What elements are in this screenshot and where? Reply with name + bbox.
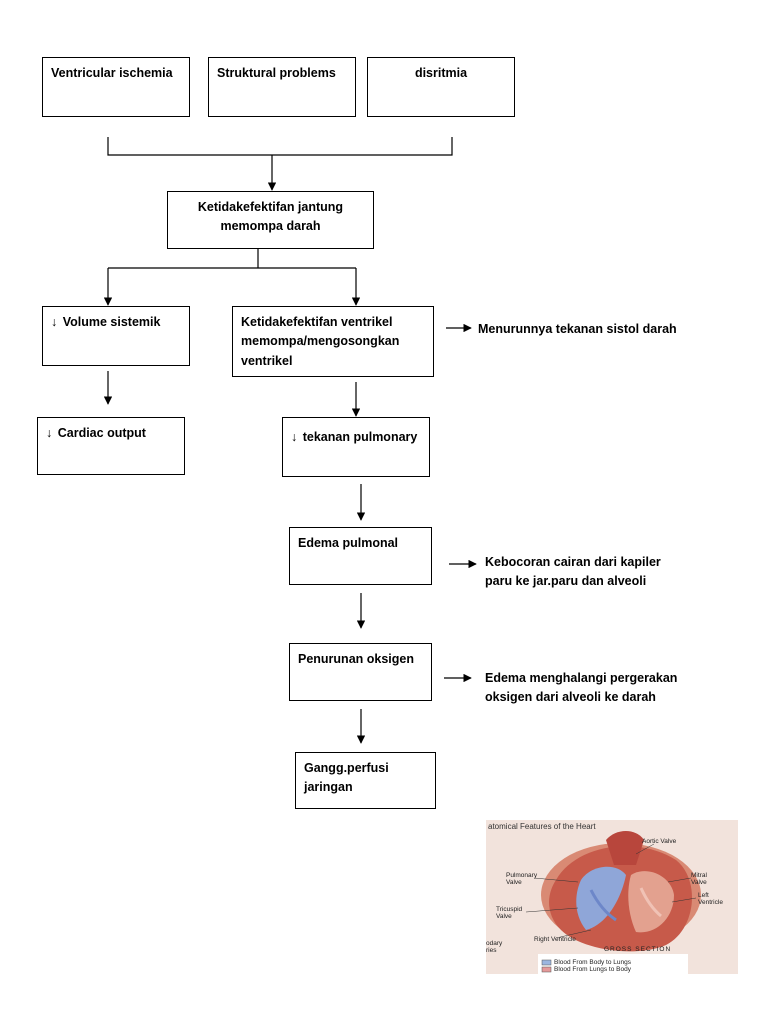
label-tricuspid-valve: Tricuspid Valve [496, 906, 523, 921]
ventricular-ischemia-label: Ventricular ischemia [51, 66, 173, 80]
label-gross-section: GROSS SECTION [604, 946, 672, 953]
decrease-arrow-icon: ↓ [291, 430, 298, 444]
label-right-ventricle: Right Ventricle [534, 936, 576, 943]
edema-pulmonal-label: Edema pulmonal [298, 536, 399, 550]
legend-label: Blood From Lungs to Body [554, 966, 631, 973]
penurunan-oksigen-label: Penurunan oksigen [298, 652, 414, 666]
label-aortic-valve: Aortic Valve [642, 838, 677, 845]
gangg-perfusi-label: Gangg.perfusi jaringan [304, 761, 389, 795]
volume-sistemik-label: Volume sistemik [62, 315, 161, 329]
note-edema-menghalangi: Edema menghalangi pergerakan oksigen dar… [485, 671, 678, 705]
label-left-cut: odary ries [486, 940, 503, 955]
box-volume-sistemik: ↓ Volume sistemik [42, 306, 190, 366]
box-ketidakefektifan-jantung: Ketidakefektifan jantung memompa darah [167, 191, 374, 249]
decrease-arrow-icon: ↓ [51, 315, 58, 329]
heart-illustration [486, 820, 738, 974]
decrease-arrow-icon: ↓ [46, 426, 53, 440]
tekanan-pulmonary-label: tekanan pulmonary [302, 430, 418, 444]
label-mitral-valve: Mitral Valve [691, 872, 707, 887]
note-kebocoran-cairan: Kebocoran cairan dari kapiler paru ke ja… [485, 555, 661, 589]
heart-anatomy-image: atomical Features of the Heart Aortic Va… [486, 820, 738, 974]
box-cardiac-output: ↓ Cardiac output [37, 417, 185, 475]
box-edema-pulmonal: Edema pulmonal [289, 527, 432, 585]
label-pulmonary-valve: Pulmonary Valve [506, 872, 538, 887]
box-gangg-perfusi: Gangg.perfusi jaringan [295, 752, 436, 809]
heart-image-title: atomical Features of the Heart [488, 822, 596, 831]
struktural-problems-label: Struktural problems [217, 66, 336, 80]
label-left-ventricle: Left Ventricle [698, 892, 723, 907]
note-menurunnya-tekanan: Menurunnya tekanan sistol darah [478, 322, 677, 336]
ketidakefektifan-ventrikel-label: Ketidakefektifan ventrikel memompa/mengo… [241, 315, 400, 368]
legend-row-body-to-lungs: Blood From Body to Lungs [554, 959, 631, 966]
box-struktural-problems: Struktural problems [208, 57, 356, 117]
ketidakefektifan-jantung-label: Ketidakefektifan jantung memompa darah [197, 200, 344, 234]
box-penurunan-oksigen: Penurunan oksigen [289, 643, 432, 701]
legend-row-lungs-to-body: Blood From Lungs to Body [554, 966, 631, 973]
box-ventricular-ischemia: Ventricular ischemia [42, 57, 190, 117]
box-ketidakefektifan-ventrikel: Ketidakefektifan ventrikel memompa/mengo… [232, 306, 434, 377]
legend-label: Blood From Body to Lungs [554, 959, 631, 966]
box-tekanan-pulmonary: ↓ tekanan pulmonary [282, 417, 430, 477]
top-bracket [107, 137, 453, 156]
disritmia-label: disritmia [414, 66, 468, 80]
cardiac-output-label: Cardiac output [57, 426, 146, 440]
box-disritmia: disritmia [367, 57, 515, 117]
